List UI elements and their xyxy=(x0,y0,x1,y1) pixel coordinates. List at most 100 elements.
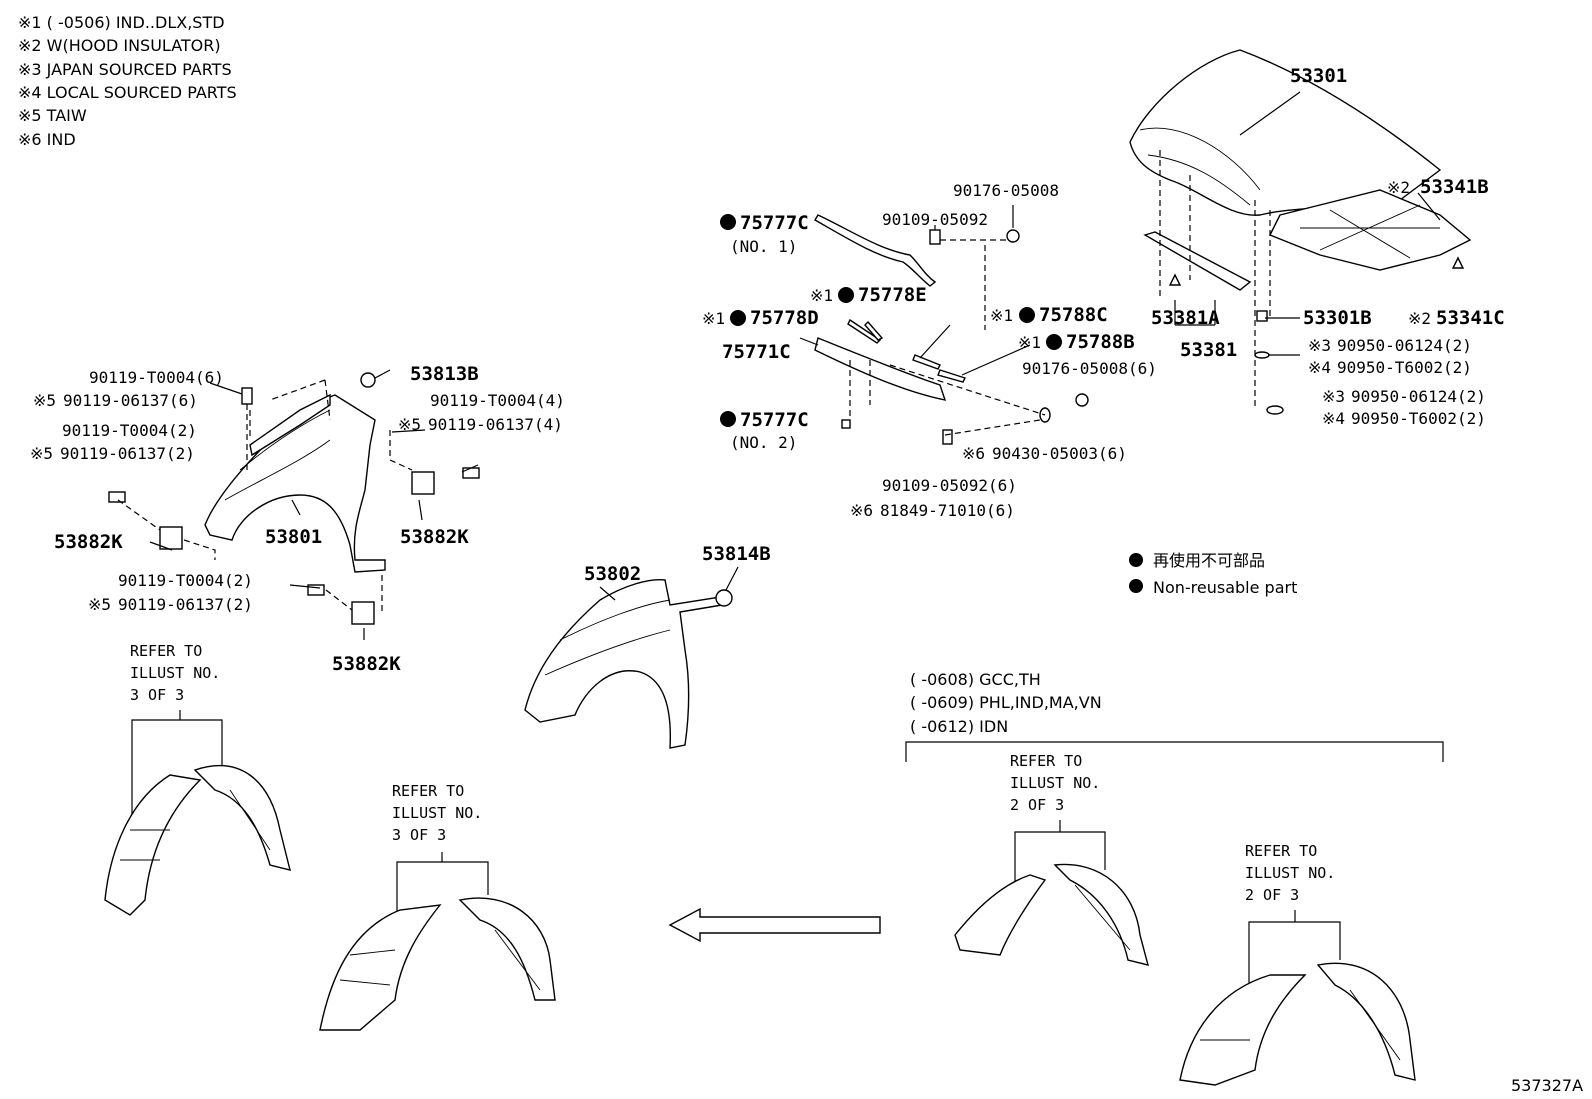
label-53341C: 53341C xyxy=(1436,307,1505,329)
clip-75777C-no2 xyxy=(841,419,851,429)
label-81849-71010: 81849-71010(6) xyxy=(880,501,1015,520)
mark-4b: ※4 xyxy=(1322,409,1345,428)
refer-b-l2: ILLUST NO. xyxy=(392,804,482,822)
label-53301B: 53301B xyxy=(1303,307,1372,329)
liner-a-front xyxy=(104,774,202,916)
label-53882K-b: 53882K xyxy=(400,526,469,548)
clip-90176-05008-6 xyxy=(1075,393,1089,407)
mark-2a: ※2 xyxy=(1387,178,1410,197)
label-90109-05092-6: 90109-05092(6) xyxy=(882,476,1017,495)
nonreuse-dot-3 xyxy=(730,310,746,326)
fender-53802 xyxy=(524,566,739,749)
label-53882K-a: 53882K xyxy=(54,531,123,553)
nonreuse-dot-1 xyxy=(720,214,736,230)
region-note-3: ( -0612) IDN xyxy=(910,717,1008,736)
hood-assembly xyxy=(1129,49,1472,415)
arrow-left xyxy=(668,907,881,943)
label-75777C-1: 75777C xyxy=(740,212,809,234)
legend-en: Non-reusable part xyxy=(1153,578,1297,597)
hood-cushion-53301B xyxy=(1256,310,1268,322)
refer-c-l2: ILLUST NO. xyxy=(1010,774,1100,792)
clip-53381A xyxy=(1168,273,1182,286)
liner-c-front xyxy=(954,874,1047,956)
bolt-90119-T0004-2b xyxy=(307,584,325,596)
label-90119-06137-4: 90119-06137(4) xyxy=(428,415,563,434)
label-90119-06137-2b: 90119-06137(2) xyxy=(118,595,253,614)
clip-53341C xyxy=(1451,256,1465,269)
mark-3b: ※3 xyxy=(1322,387,1345,406)
mark-5a: ※5 xyxy=(33,391,56,410)
moulding-75777C-no1 xyxy=(814,214,937,287)
legend: 再使用不可部品 Non-reusable part xyxy=(1129,551,1297,597)
label-no2: (NO. 2) xyxy=(730,433,797,452)
label-53882K-c: 53882K xyxy=(332,653,401,675)
label-53801: 53801 xyxy=(265,526,322,548)
nonreuse-dot-5 xyxy=(1046,334,1062,350)
label-90950-T6002-b: 90950-T6002(2) xyxy=(1351,409,1486,428)
liner-b-rear xyxy=(458,897,556,1001)
label-90430-05003: 90430-05003(6) xyxy=(992,444,1127,463)
label-90119-06137-2a: 90119-06137(2) xyxy=(60,444,195,463)
fender-53801 xyxy=(108,369,480,640)
liner-d-front xyxy=(1179,974,1307,1086)
label-53381: 53381 xyxy=(1180,339,1237,361)
refer-d-l2: ILLUST NO. xyxy=(1245,864,1335,882)
refer-a-l2: ILLUST NO. xyxy=(130,664,220,682)
label-75778E: 75778E xyxy=(858,284,927,306)
refer-b-l3: 3 OF 3 xyxy=(392,826,446,844)
refer-c-l1: REFER TO xyxy=(1010,752,1082,770)
fender-panel-53802 xyxy=(524,578,723,749)
refer-b-l1: REFER TO xyxy=(392,782,464,800)
refer-d-l3: 2 OF 3 xyxy=(1245,886,1299,904)
label-90119-T0004-2b: 90119-T0004(2) xyxy=(118,571,253,590)
clip-53813B xyxy=(360,372,376,388)
label-75777C-2: 75777C xyxy=(740,409,809,431)
nonreuse-dot-2 xyxy=(838,287,854,303)
retainer-75778D xyxy=(847,318,882,344)
mark-1d: ※1 xyxy=(1018,333,1041,352)
label-75771C: 75771C xyxy=(722,341,791,363)
label-75778D: 75778D xyxy=(750,307,819,329)
label-90119-06137-6: 90119-06137(6) xyxy=(63,391,198,410)
label-75788C: 75788C xyxy=(1039,304,1108,326)
liner-group-d: REFER TO ILLUST NO. 2 OF 3 xyxy=(1179,842,1416,1086)
mark-1c: ※1 xyxy=(990,306,1013,325)
legend-dot-en xyxy=(1129,579,1143,593)
refer-a-l1: REFER TO xyxy=(130,642,202,660)
mark-2b: ※2 xyxy=(1408,309,1431,328)
note-4: ※4 LOCAL SOURCED PARTS xyxy=(18,83,237,102)
mark-3a: ※3 xyxy=(1308,336,1331,355)
label-90119-T0004-2a: 90119-T0004(2) xyxy=(62,421,197,440)
label-53381A: 53381A xyxy=(1151,307,1220,329)
label-53341B: 53341B xyxy=(1420,176,1489,198)
mark-6a: ※6 xyxy=(962,444,985,463)
legend-dot-jp xyxy=(1129,553,1143,567)
label-53813B: 53813B xyxy=(410,363,479,385)
mark-4a: ※4 xyxy=(1308,358,1331,377)
nut-53882K-c xyxy=(351,601,375,625)
retainer-75788B xyxy=(937,369,966,383)
label-no1: (NO. 1) xyxy=(730,237,797,256)
mark-6b: ※6 xyxy=(850,501,873,520)
mark-1b: ※1 xyxy=(702,309,725,328)
liner-a-rear xyxy=(193,765,291,871)
note-5: ※5 TAIW xyxy=(18,106,87,125)
label-53814B: 53814B xyxy=(702,543,771,565)
liner-b-front xyxy=(319,904,442,1031)
label-90119-T0004-6: 90119-T0004(6) xyxy=(89,368,224,387)
fender-flange xyxy=(249,393,331,457)
grommet-b xyxy=(1266,405,1284,415)
nut-53882K-b xyxy=(411,471,435,495)
screw-90109-05092-6 xyxy=(942,429,953,445)
label-53802: 53802 xyxy=(584,563,641,585)
bolt-90119-T0004-4 xyxy=(462,467,480,479)
screw-90109-05092 xyxy=(929,229,941,245)
liner-group-b: REFER TO ILLUST NO. 3 OF 3 xyxy=(319,782,556,1031)
liner-d-rear xyxy=(1316,962,1416,1081)
region-notes: ( -0608) GCC,TH ( -0609) PHL,IND,MA,VN (… xyxy=(905,670,1444,762)
label-90176-05008: 90176-05008 xyxy=(953,181,1059,200)
liner-group-a: REFER TO ILLUST NO. 3 OF 3 xyxy=(104,642,291,916)
refer-a-l3: 3 OF 3 xyxy=(130,686,184,704)
liner-group-c: REFER TO ILLUST NO. 2 OF 3 xyxy=(954,752,1149,966)
